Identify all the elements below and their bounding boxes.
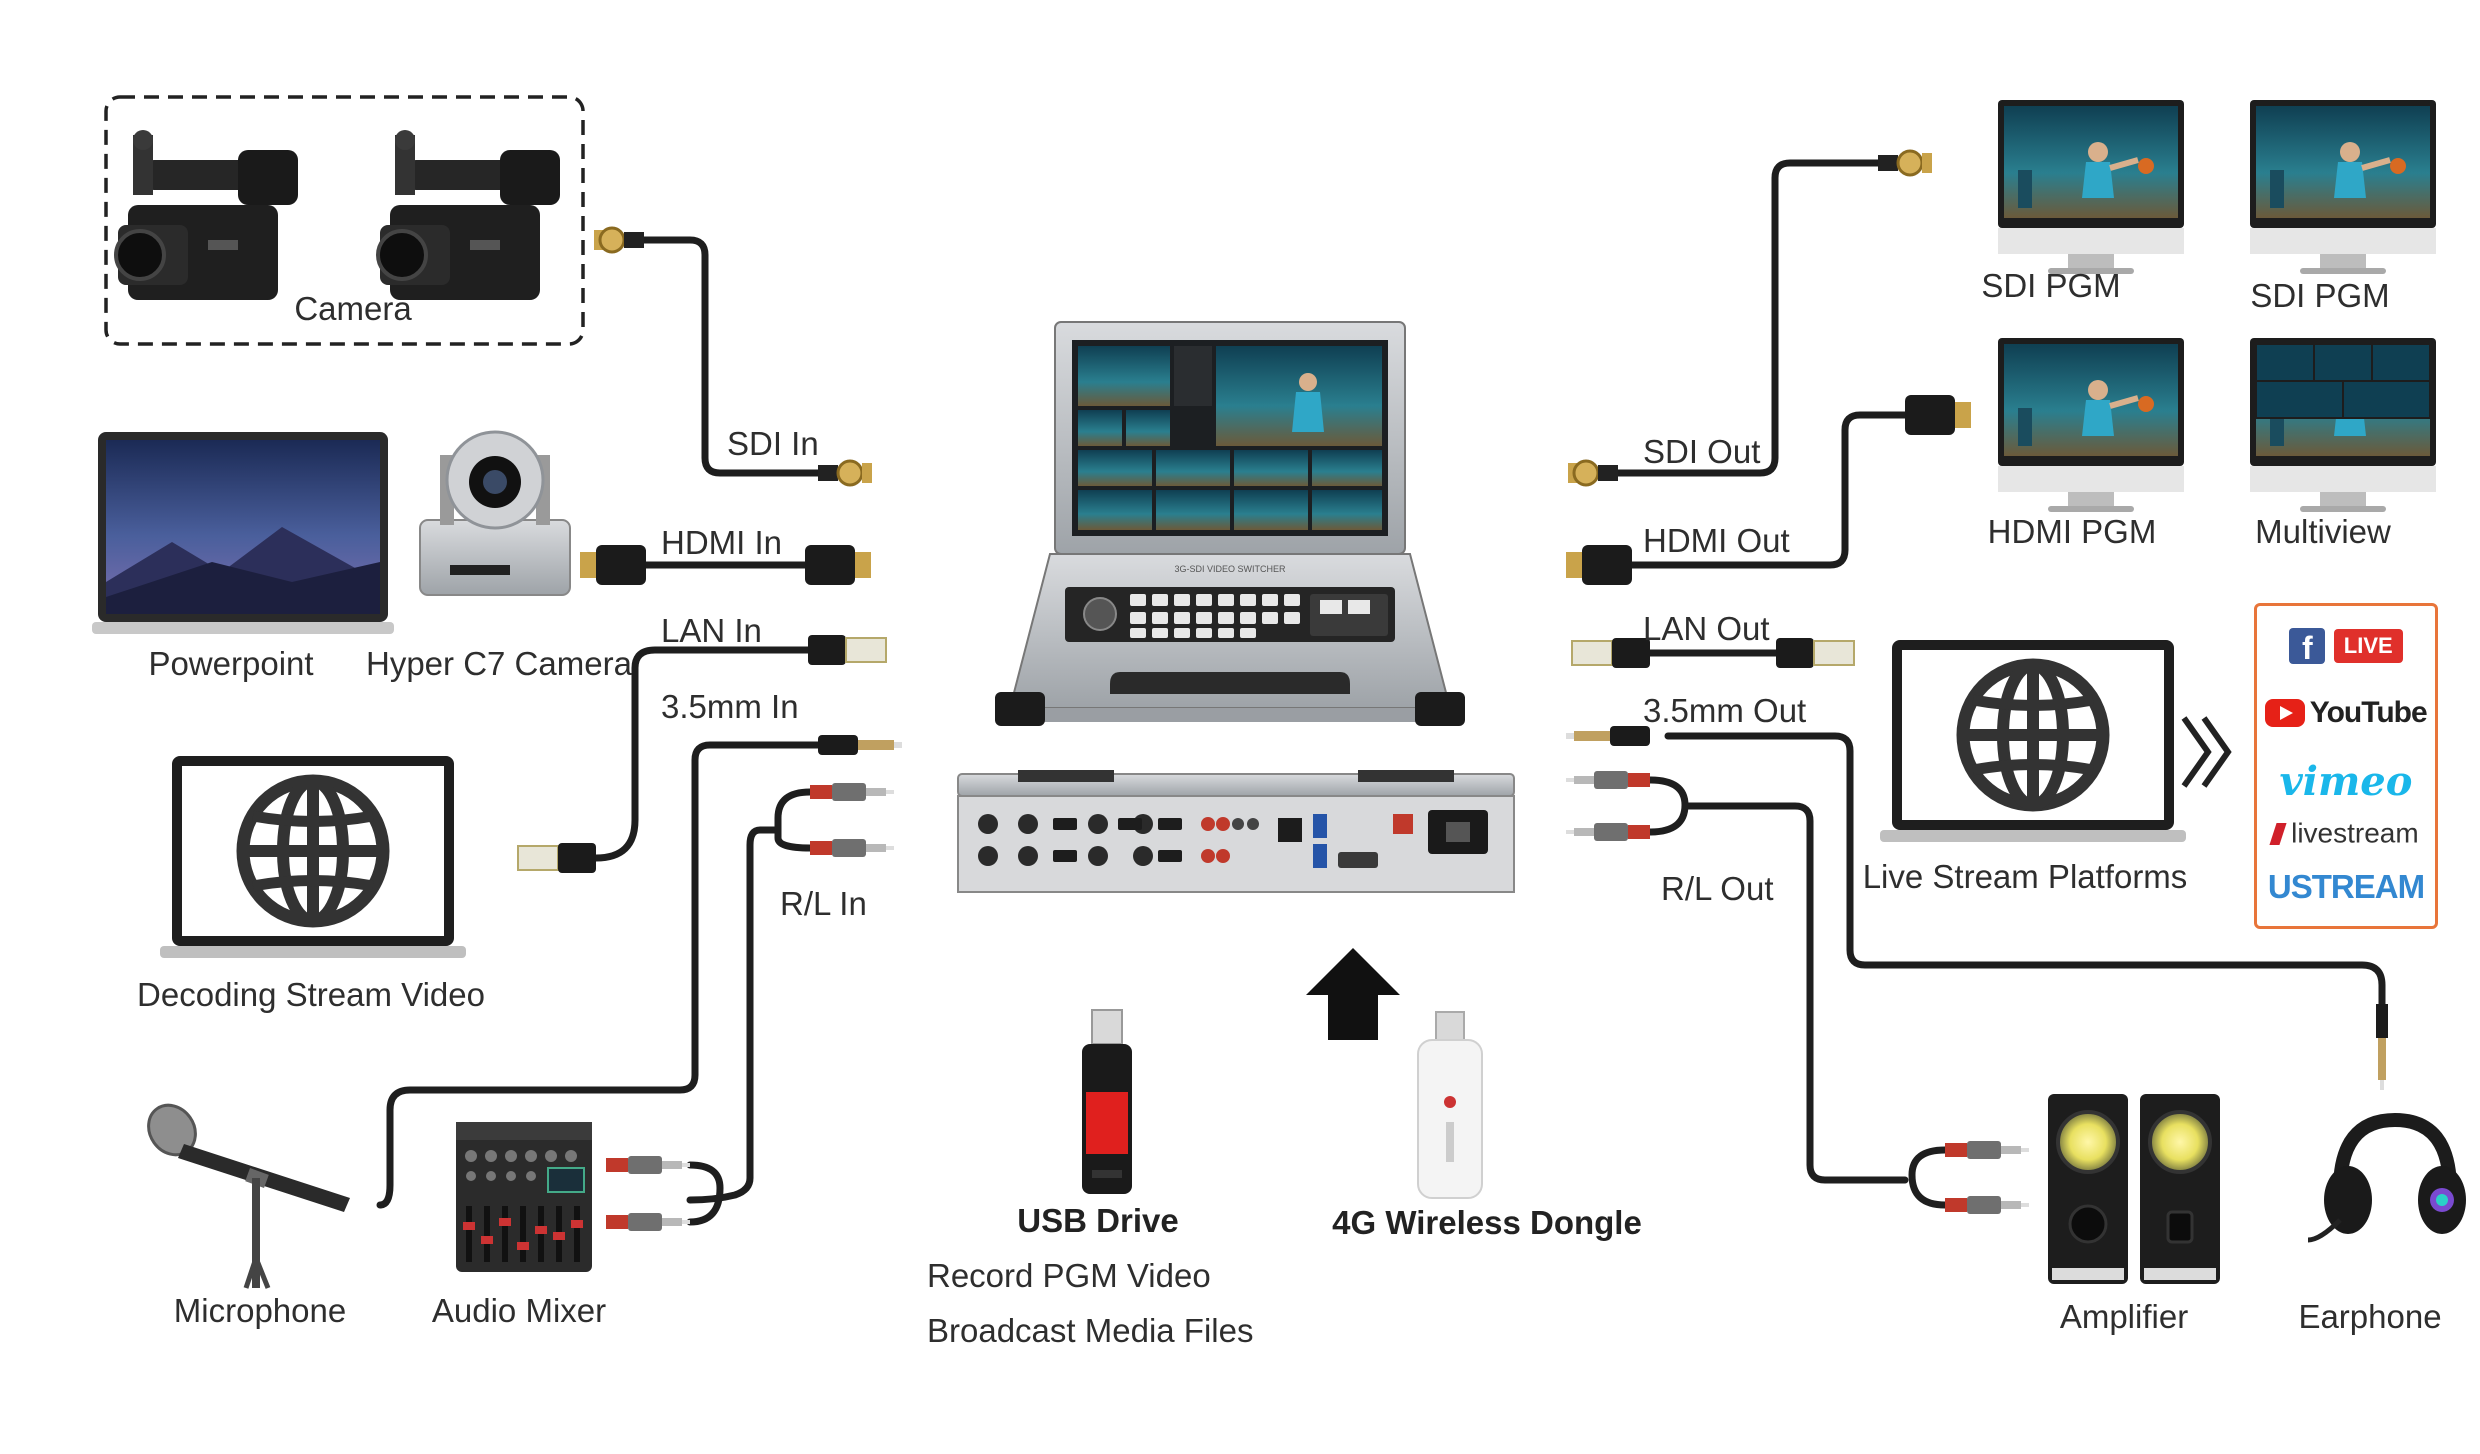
rca-plug-icon xyxy=(606,1156,690,1174)
rl-out-cable-main xyxy=(1681,802,1909,1184)
youtube-text: YouTube xyxy=(2309,696,2428,729)
audio-35mm-out-label: 3.5mm Out xyxy=(1643,692,1807,729)
lan-out-label: LAN Out xyxy=(1643,610,1770,647)
sdi-in-cable xyxy=(636,236,822,477)
laptop-globe-icon xyxy=(160,756,466,958)
camcorder-1-icon xyxy=(114,130,298,300)
bnc-connector-icon xyxy=(1568,459,1618,487)
sdi-out-label: SDI Out xyxy=(1643,433,1761,470)
livestream-logo: livestream xyxy=(2257,816,2435,850)
usb-drive-title: USB Drive xyxy=(1017,1202,1179,1239)
audio-out-cable xyxy=(1664,732,2386,1009)
laptop-globe-icon xyxy=(1880,640,2186,842)
rj45-connector-icon xyxy=(808,635,887,665)
camcorder-2-icon xyxy=(376,130,560,300)
cables xyxy=(376,159,2386,1226)
speaker-icon xyxy=(2140,1094,2220,1284)
camera-group-border xyxy=(104,95,585,346)
monitor-sdi-pgm-1-icon xyxy=(1998,100,2184,274)
ptz-camera-icon xyxy=(419,430,571,596)
video-switcher-open-icon: 3G-SDI VIDEO SWITCHER xyxy=(995,321,1465,726)
youtube-logo: YouTube xyxy=(2257,696,2435,730)
facebook-live-logo: f LIVE xyxy=(2257,628,2435,666)
wireless-dongle-icon xyxy=(1417,1011,1483,1199)
amp-rca-join xyxy=(1908,1146,1949,1209)
hdmi-connector-icon xyxy=(805,545,871,585)
facebook-live-badge: LIVE xyxy=(2333,629,2403,663)
rca-plug-icon xyxy=(810,839,894,857)
multiview-label: Multiview xyxy=(2255,513,2391,550)
audio-35mm-in-label: 3.5mm In xyxy=(661,688,799,725)
powerpoint-label: Powerpoint xyxy=(148,645,314,682)
hyper-c7-camera-label: Hyper C7 Camera xyxy=(366,645,632,682)
hdmi-out-cable xyxy=(1628,411,1914,569)
rj45-connector-icon xyxy=(517,843,596,873)
decoding-stream-label: Decoding Stream Video xyxy=(137,976,485,1013)
rl-in-cable-top xyxy=(774,788,814,852)
streaming-platforms-box: f LIVE YouTube vimeo livestream USTREAM xyxy=(2254,603,2438,929)
monitor-sdi-pgm-2-icon xyxy=(2250,100,2436,274)
sdi-pgm-1-label: SDI PGM xyxy=(1981,267,2121,304)
rca-plug-icon xyxy=(1945,1196,2029,1214)
jack-35mm-icon xyxy=(1566,726,1650,746)
dongle-title: 4G Wireless Dongle xyxy=(1332,1204,1642,1241)
hdmi-connector-icon xyxy=(580,545,646,585)
hdmi-pgm-label: HDMI PGM xyxy=(1987,513,2157,550)
rl-out-cable-join xyxy=(1646,776,1689,836)
vimeo-logo: vimeo xyxy=(2279,758,2413,805)
bnc-connector-icon xyxy=(1878,149,1932,177)
sdi-pgm-2-label: SDI PGM xyxy=(2250,277,2390,314)
rca-plug-icon xyxy=(1945,1141,2029,1159)
ustream-logo: USTREAM xyxy=(2267,868,2425,905)
laptop-icon xyxy=(92,432,394,634)
lan-in-label: LAN In xyxy=(661,612,762,649)
lan-in-cable xyxy=(592,646,812,862)
hdmi-connector-icon xyxy=(1566,545,1632,585)
rj45-connector-icon xyxy=(1571,638,1650,668)
bnc-connector-icon xyxy=(818,459,872,487)
microphone-icon xyxy=(147,1103,350,1289)
hdmi-connector-icon xyxy=(1905,395,1971,435)
earphone-label: Earphone xyxy=(2298,1298,2442,1335)
audio-mixer-label: Audio Mixer xyxy=(431,1292,607,1329)
hdmi-out-label: HDMI Out xyxy=(1643,522,1790,559)
monitor-multiview-icon xyxy=(2250,338,2436,512)
multiview-screen xyxy=(1078,346,1382,530)
sdi-in-label: SDI In xyxy=(727,425,819,462)
rl-out-label: R/L Out xyxy=(1661,870,1774,907)
usb-drive-line2: Broadcast Media Files xyxy=(927,1312,1254,1349)
audio-mixer-icon xyxy=(456,1122,592,1272)
bnc-connector-icon xyxy=(594,226,644,254)
rl-in-label: R/L In xyxy=(780,885,867,922)
hdmi-in-label: HDMI In xyxy=(661,524,783,561)
rca-plug-icon xyxy=(1566,771,1650,789)
rca-plug-icon xyxy=(810,783,894,801)
audio-in-cable xyxy=(376,741,834,1209)
rca-plug-icon xyxy=(606,1213,690,1231)
jack-35mm-icon xyxy=(818,735,902,755)
livestream-flag-icon xyxy=(2269,822,2287,845)
live-stream-platforms-label: Live Stream Platforms xyxy=(1862,858,2188,895)
double-chevron-right-icon xyxy=(2181,716,2232,788)
headset-icon xyxy=(2307,1004,2466,1243)
rca-plug-icon xyxy=(1566,823,1650,841)
youtube-play-icon xyxy=(2265,699,2306,727)
livestream-text: livestream xyxy=(2291,817,2419,849)
rj45-connector-icon xyxy=(1776,638,1855,668)
monitor-hdmi-pgm-icon xyxy=(1998,338,2184,512)
microphone-label: Microphone xyxy=(173,1292,347,1329)
usb-drive-line1: Record PGM Video xyxy=(927,1257,1211,1294)
device-front-caption: 3G-SDI VIDEO SWITCHER xyxy=(1174,564,1286,574)
amplifier-label: Amplifier xyxy=(2059,1298,2189,1335)
sdi-out-cable xyxy=(1611,159,1884,477)
rl-in-cable-main xyxy=(686,826,782,1204)
speaker-icon xyxy=(2048,1094,2128,1284)
mixer-rca-join xyxy=(686,1161,724,1226)
device-rear-panel-icon xyxy=(957,770,1515,893)
facebook-icon: f xyxy=(2289,628,2326,666)
camera-label: Camera xyxy=(294,290,412,327)
upload-arrow-icon xyxy=(1306,948,1400,1040)
usb-drive-icon xyxy=(1082,1009,1132,1194)
